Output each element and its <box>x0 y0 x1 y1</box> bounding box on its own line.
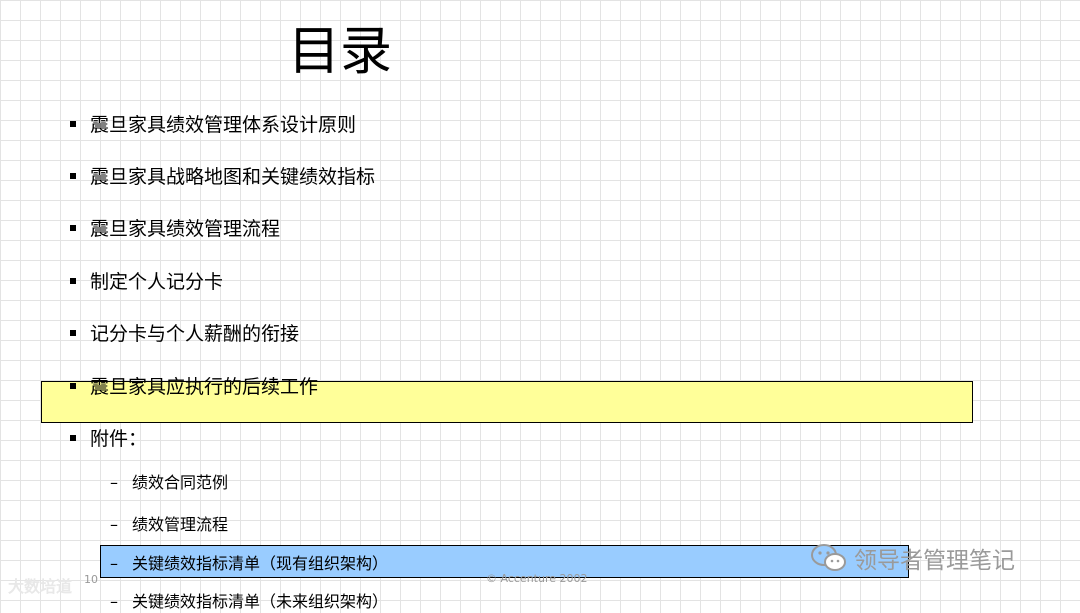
bullet-icon <box>70 224 76 231</box>
toc-item: 震旦家具战略地图和关键绩效指标 <box>70 164 375 190</box>
toc-subitem-label: 绩效合同范例 <box>132 473 229 492</box>
dash-icon: – <box>110 473 118 492</box>
toc-item: 附件： <box>70 426 147 452</box>
toc-subitem: –关键绩效指标清单（未来组织架构） <box>110 591 388 613</box>
toc-subitem: –绩效合同范例 <box>110 472 228 494</box>
page-number: 10 <box>84 573 98 586</box>
toc-item-label: 震旦家具绩效管理体系设计原则 <box>90 114 357 136</box>
bullet-icon <box>70 120 76 127</box>
toc-item: 震旦家具绩效管理流程 <box>70 216 280 242</box>
toc-item-label: 震旦家具绩效管理流程 <box>90 218 281 240</box>
bullet-icon <box>70 172 76 179</box>
toc-subitem: –绩效管理流程 <box>110 514 228 536</box>
toc-item: 震旦家具绩效管理体系设计原则 <box>70 112 356 138</box>
toc-item-label: 记分卡与个人薪酬的衔接 <box>90 323 300 345</box>
toc-subitem-label: 关键绩效指标清单（现有组织架构） <box>132 554 389 573</box>
toc-subitem-label: 关键绩效指标清单（未来组织架构） <box>132 592 389 611</box>
bullet-icon <box>70 382 76 389</box>
toc-item-label: 制定个人记分卡 <box>90 271 224 293</box>
bullet-icon <box>70 277 76 284</box>
copyright-text: © Accenture 2002 <box>486 572 588 585</box>
wechat-icon <box>811 544 846 571</box>
toc-subitem-label: 绩效管理流程 <box>132 515 229 534</box>
toc-item-label: 震旦家具应执行的后续工作 <box>90 376 319 398</box>
watermark-right: 领导者管理笔记 <box>810 541 1015 575</box>
toc-item: 震旦家具应执行的后续工作 <box>70 374 318 400</box>
dash-icon: – <box>110 554 118 573</box>
toc-item: 制定个人记分卡 <box>70 269 223 295</box>
highlight-box-blue <box>100 545 909 578</box>
bullet-icon <box>70 434 76 441</box>
toc-item: 记分卡与个人薪酬的衔接 <box>70 321 299 347</box>
watermark-left: 大数培道 <box>8 577 73 596</box>
watermark-right-label: 领导者管理笔记 <box>854 548 1015 574</box>
highlight-box-yellow <box>41 381 973 423</box>
toc-subitem: –关键绩效指标清单（现有组织架构） <box>110 553 388 575</box>
slide-title: 目录 <box>288 22 393 82</box>
toc-item-label: 附件： <box>90 428 148 450</box>
toc-item-label: 震旦家具战略地图和关键绩效指标 <box>90 166 376 188</box>
dash-icon: – <box>110 515 118 534</box>
bullet-icon <box>70 329 76 336</box>
dash-icon: – <box>110 592 118 611</box>
